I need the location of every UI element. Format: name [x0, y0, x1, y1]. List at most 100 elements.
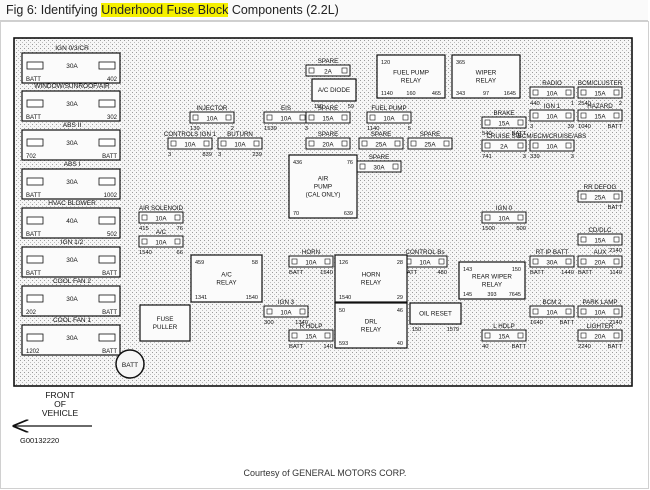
maxi-fuse-circuit: 302 — [107, 115, 118, 121]
mini-fuse-name: R HDLP — [300, 323, 323, 330]
relay-body — [288, 154, 358, 219]
relay-body — [190, 254, 263, 303]
mini-fuse-circuit: 1500 — [482, 226, 495, 232]
relay-pin: 59 — [348, 104, 354, 110]
relay-pin: 1579 — [447, 327, 459, 333]
mini-fuse-body — [529, 86, 575, 99]
mini-fuse-terminal — [324, 332, 331, 339]
mini-fuse-circuit: 66 — [177, 250, 183, 256]
mini-fuse-name: LIGHTER — [587, 323, 614, 330]
mini-fuse-terminal — [613, 258, 620, 265]
front-label-line3: VEHICLE — [42, 408, 79, 418]
maxi-fuse-label: ABS I — [64, 161, 81, 168]
mini-fuse-amp: 10A — [280, 116, 292, 123]
maxi-fuse-terminal — [98, 333, 116, 342]
mini-fuse-terminal — [613, 89, 620, 96]
mini-fuse-circuit: 1539 — [264, 126, 277, 132]
mini-fuse-circuit: 140 — [323, 344, 333, 350]
mini-fuse-circuit: 3 — [530, 124, 533, 130]
mini-fuse-circuit: 339 — [530, 154, 540, 160]
mini-fuse-circuit: BATT — [608, 124, 623, 130]
mini-fuse-terminal — [341, 114, 348, 121]
mini-fuse-terminal — [580, 332, 587, 339]
mini-fuse-circuit: 440 — [530, 101, 540, 107]
mini-fuse-terminal — [291, 332, 298, 339]
mini-fuse-terminal — [613, 112, 620, 119]
image-frame — [0, 21, 649, 489]
relay-pin: 593 — [339, 341, 348, 347]
mini-fuse-terminal — [580, 258, 587, 265]
mini-fuse-circuit: BATT — [608, 344, 623, 350]
relay-pin: 343 — [456, 91, 465, 97]
maxi-fuse-amp: 30A — [66, 257, 78, 264]
mini-fuse-amp: 2A — [500, 144, 509, 151]
courtesy-line: Courtesy of GENERAL MOTORS CORP. — [243, 468, 407, 478]
maxi-fuse-circuit: 402 — [107, 77, 118, 83]
mini-fuse-terminal — [308, 114, 315, 121]
mini-fuse-circuit: 500 — [516, 226, 526, 232]
front-label-line1: FRONT — [45, 390, 74, 400]
mini-fuse-terminal — [580, 236, 587, 243]
relay-pin: 365 — [456, 60, 465, 66]
mini-fuse-circuit: BATT — [512, 131, 527, 137]
mini-fuse-name: BCM/ECM/CRUISE/ABS — [518, 133, 586, 140]
mini-fuse-terminal — [580, 308, 587, 315]
mini-fuse-terminal — [532, 258, 539, 265]
relay-pin: 145 — [463, 292, 472, 298]
mini-fuse-body — [263, 305, 309, 318]
mini-fuse-circuit: 1340 — [295, 320, 308, 326]
relay-label: PUMP — [314, 184, 332, 191]
relay-pin: 76 — [347, 160, 353, 166]
mini-fuse-terminal — [484, 119, 491, 126]
relay-pin: 1540 — [246, 295, 258, 301]
mini-fuse-amp: 10A — [546, 310, 558, 317]
maxi-fuse-label: COOL FAN 1 — [53, 317, 91, 324]
mini-fuse-circuit: 239 — [252, 152, 262, 158]
mini-fuse-name: RADIO — [542, 80, 562, 87]
maxi-fuse-label: COOL FAN 2 — [53, 278, 91, 285]
front-of-vehicle-indicator: FRONT OF VEHICLE — [14, 390, 92, 426]
mini-fuse-circuit: 1640 — [530, 320, 543, 326]
relay-body — [451, 54, 521, 99]
mini-fuse-name: IGN 0 — [496, 205, 513, 212]
mini-fuse-terminal — [613, 236, 620, 243]
maxi-fuse-terminal — [26, 216, 44, 225]
mini-fuse-amp: 10A — [155, 216, 167, 223]
mini-fuse-name: SPARE — [420, 131, 441, 138]
mini-fuse-name: PARK LAMP — [583, 299, 618, 306]
relay-label: FUEL PUMP — [393, 70, 429, 77]
mini-fuse-terminal — [613, 332, 620, 339]
maxi-fuse-terminal — [26, 99, 44, 108]
mini-fuse-body — [305, 137, 351, 150]
mini-fuse-name: EIS — [281, 105, 291, 112]
maxi-fuse-circuit: 702 — [26, 154, 37, 160]
maxi-fuse-amp: 30A — [66, 296, 78, 303]
mini-fuse-amp: 15A — [305, 334, 317, 341]
maxi-fuse-circuit: BATT — [26, 193, 41, 199]
mini-fuse-circuit: 3 — [571, 154, 574, 160]
mini-fuse-circuit: 1140 — [610, 270, 622, 276]
maxi-fuse-amp: 30A — [66, 335, 78, 342]
mini-fuse-body — [529, 109, 575, 122]
mini-fuse-name: AIR SOLENOID — [139, 205, 184, 212]
mini-fuse-name: BUTURN — [227, 131, 253, 138]
mini-fuse-amp: 15A — [498, 334, 510, 341]
mini-fuse-body — [529, 139, 575, 152]
mini-fuse-amp: 20A — [594, 334, 606, 341]
